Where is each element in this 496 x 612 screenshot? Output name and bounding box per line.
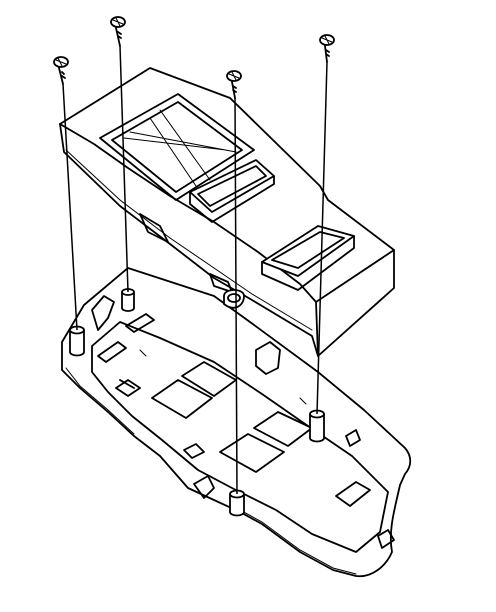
- boss-front: [229, 489, 245, 517]
- switch-housing: [59, 67, 395, 357]
- boss-rear-left: [69, 325, 85, 357]
- housing-screw-hole: [223, 289, 245, 309]
- screw-4: [316, 34, 335, 415]
- top-panel: [99, 93, 255, 201]
- boss-rear-mid: [121, 288, 135, 312]
- boss-right: [309, 409, 325, 443]
- switch-button-front: [261, 225, 355, 291]
- screw-1: [53, 56, 78, 331]
- switch-button-center: [189, 159, 275, 223]
- screw-2: [110, 16, 129, 293]
- screw-3: [226, 70, 242, 495]
